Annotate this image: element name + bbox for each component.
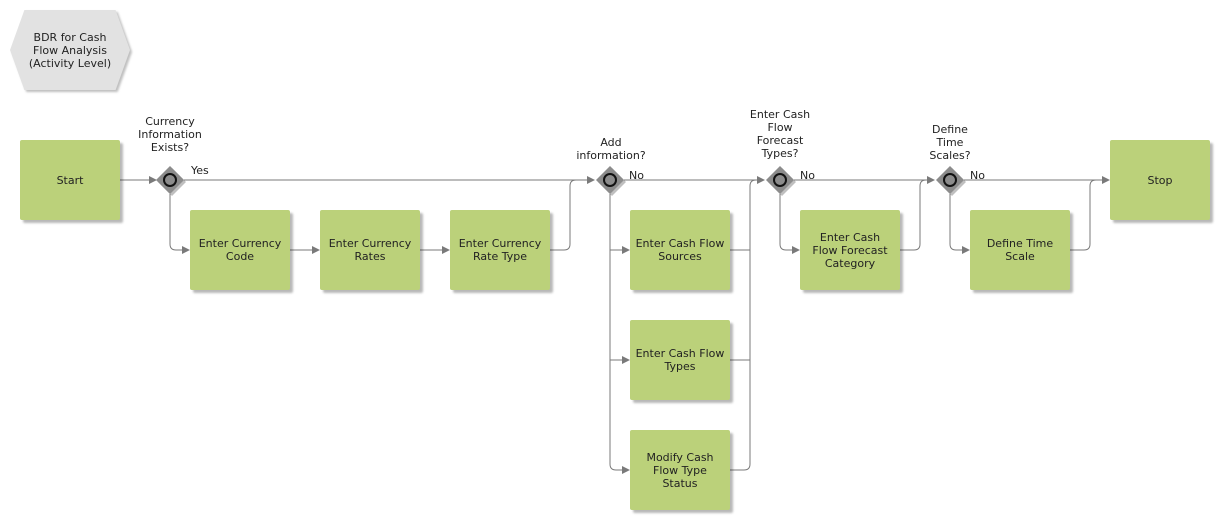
branch-label-no-forecast-types: No xyxy=(800,169,815,182)
edge-gateway2-to-types xyxy=(609,250,630,364)
edge-gateway2-to-modify xyxy=(609,360,630,474)
diagram-title: BDR for Cash Flow Analysis (Activity Lev… xyxy=(10,10,130,90)
forecast-types-question: Enter Cash Flow Forecast Types? xyxy=(749,108,811,160)
currency-exists-question: Currency Information Exists? xyxy=(138,115,202,154)
modify-cash-flow-type-status-task[interactable]: Modify Cash Flow Type Status xyxy=(630,430,730,510)
add-information-question: Add information? xyxy=(576,136,646,162)
start-node[interactable]: Start xyxy=(20,140,120,220)
edge-gateway2-to-sources xyxy=(609,194,630,254)
enter-currency-code-task[interactable]: Enter Currency Code xyxy=(190,210,290,290)
define-time-scale-task[interactable]: Define Time Scale xyxy=(970,210,1070,290)
edge-gateway3-to-category xyxy=(779,194,800,254)
edge-category-to-merge xyxy=(900,179,927,251)
enter-cash-flow-sources-task[interactable]: Enter Cash Flow Sources xyxy=(630,210,730,290)
branch-label-no-time-scales: No xyxy=(970,169,985,182)
edge-modify-to-merge xyxy=(730,179,757,471)
edge-gateway1-to-currency-code xyxy=(169,194,190,254)
branch-label-no-add-information: No xyxy=(629,169,644,182)
enter-currency-rate-type-task[interactable]: Enter Currency Rate Type xyxy=(450,210,550,290)
enter-cash-flow-types-task[interactable]: Enter Cash Flow Types xyxy=(630,320,730,400)
edge-ratetype-to-merge xyxy=(550,179,577,251)
edge-gateway4-to-timescale xyxy=(949,194,970,254)
gateway-add-information xyxy=(596,166,626,196)
branch-label-yes: Yes xyxy=(191,164,209,177)
enter-currency-rates-task[interactable]: Enter Currency Rates xyxy=(320,210,420,290)
gateway-forecast-types xyxy=(766,166,796,196)
stop-node[interactable]: Stop xyxy=(1110,140,1210,220)
time-scales-question: Define Time Scales? xyxy=(929,123,971,162)
diagram-title-shape: BDR for Cash Flow Analysis (Activity Lev… xyxy=(10,10,130,90)
enter-cash-flow-forecast-category-task[interactable]: Enter Cash Flow Forecast Category xyxy=(800,210,900,290)
gateway-time-scales xyxy=(936,166,966,196)
gateway-currency-exists xyxy=(156,166,186,196)
edge-timescale-to-merge xyxy=(1070,179,1097,251)
